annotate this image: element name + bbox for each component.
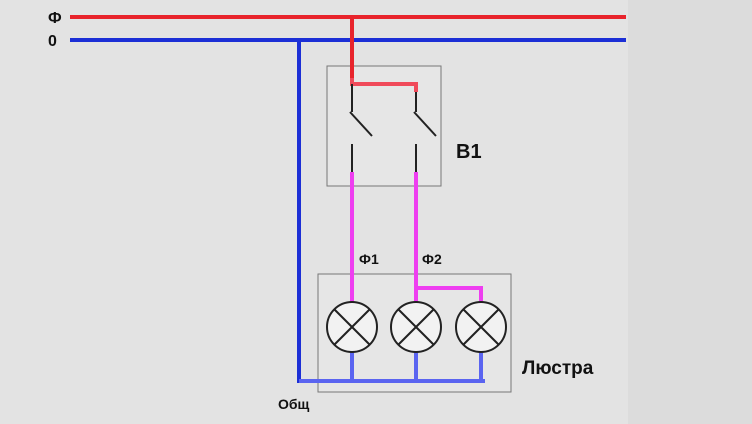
lamp-1 bbox=[326, 301, 378, 353]
switch-contact-1-lever bbox=[349, 111, 373, 137]
phase1-label: Ф1 bbox=[359, 251, 379, 267]
neutral-label: 0 bbox=[48, 33, 57, 50]
switch-feed-wire bbox=[350, 78, 418, 92]
common-label: Общ bbox=[278, 396, 310, 412]
chandelier-label: Люстра bbox=[522, 358, 594, 379]
switch-contact-2-lever bbox=[413, 111, 437, 137]
phase-label: Ф bbox=[48, 10, 62, 27]
phase2-branch-wire bbox=[416, 286, 483, 302]
background-shade bbox=[628, 0, 752, 424]
lamp-3 bbox=[455, 301, 507, 353]
switch-label: В1 bbox=[456, 141, 482, 163]
lamp-2 bbox=[390, 301, 442, 353]
phase2-label: Ф2 bbox=[422, 251, 442, 267]
